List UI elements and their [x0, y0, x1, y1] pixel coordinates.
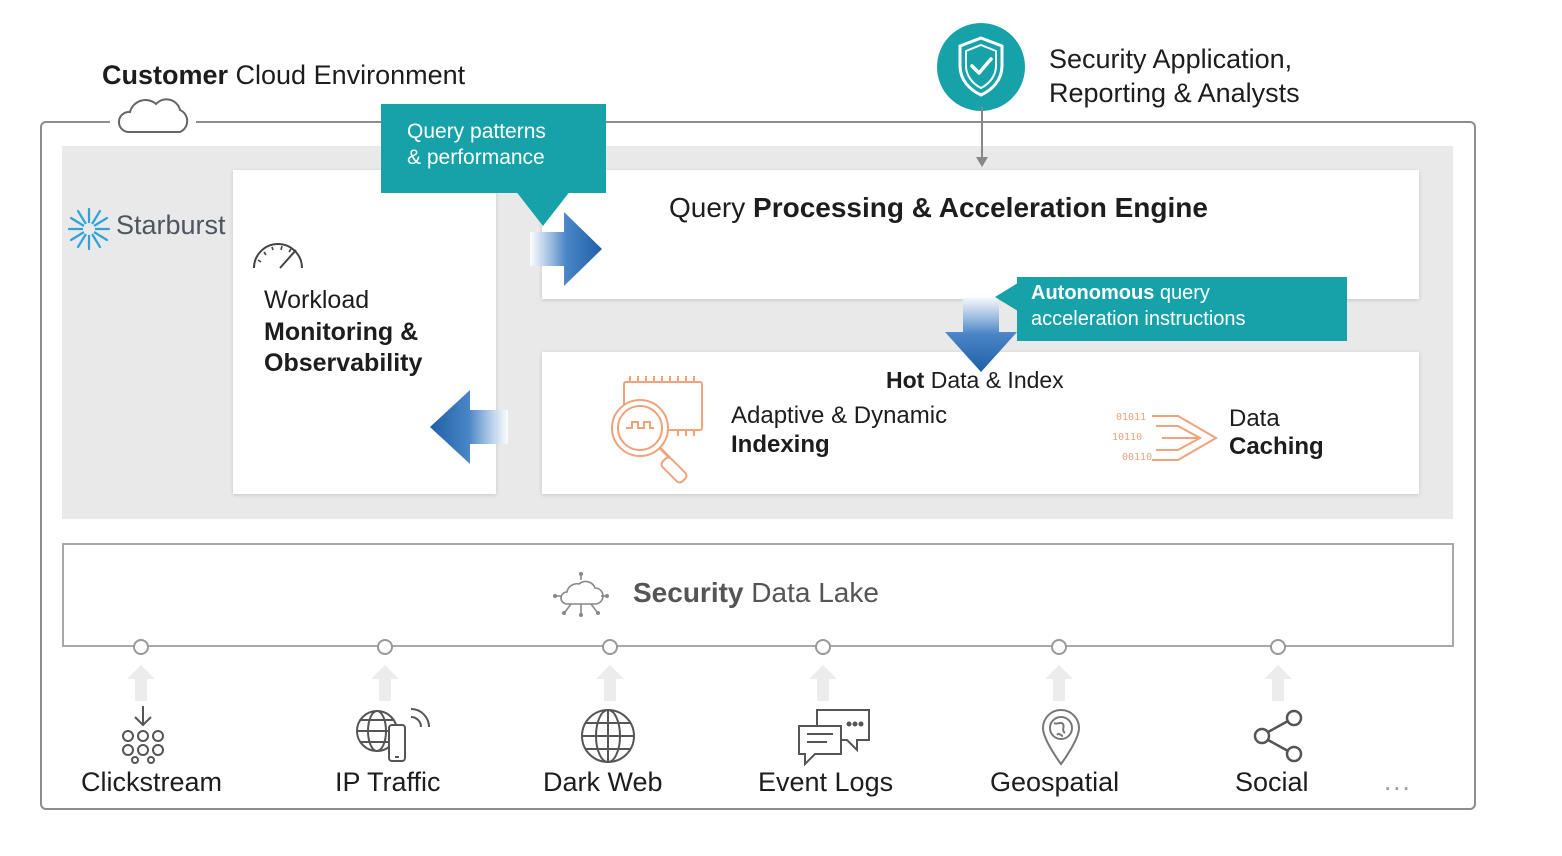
engine-title: Query Processing & Acceleration Engine [669, 192, 1208, 223]
hot-data-card [542, 352, 1419, 494]
map-pin-icon [1041, 709, 1081, 766]
workload-subtitle-1: Monitoring & [264, 318, 419, 346]
indexing-chip-magnifier-icon [611, 376, 703, 484]
arrow-down-icon [945, 296, 1017, 372]
starburst-logo-icon [67, 207, 111, 251]
cloud-icon [110, 94, 196, 138]
connector-node [377, 639, 393, 655]
source-label-dark-web: Dark Web [543, 767, 663, 797]
query-patterns-callout [381, 104, 606, 193]
autonomous-line1: Autonomous query [1031, 282, 1210, 304]
query-patterns-line1: Query patterns [407, 120, 546, 143]
caching-binary-arrow-icon: 01011 10110 00110 [1112, 412, 1218, 463]
indexing-label-1: Adaptive & Dynamic [731, 402, 948, 429]
workload-subtitle-2: Observability [264, 349, 423, 377]
environment-title: Customer Cloud Environment [102, 60, 474, 91]
customer-cloud-frame [40, 121, 1476, 810]
up-arrow-icon [371, 665, 399, 701]
up-arrow-icon [1264, 665, 1292, 701]
security-app-title-1: Security Application, [1049, 44, 1293, 74]
connector-node [133, 639, 149, 655]
ip-traffic-icon [356, 708, 430, 762]
connector-node [815, 639, 831, 655]
starburst-wordmark: Starburst [116, 210, 226, 240]
caching-label-2: Caching [1229, 433, 1324, 460]
workload-title: Workload [264, 286, 370, 314]
chat-bubbles-icon [798, 709, 870, 766]
gauge-icon [253, 243, 303, 269]
arrow-right-icon [530, 212, 602, 286]
up-arrow-icon [1045, 665, 1073, 701]
share-icon [1253, 709, 1303, 763]
security-app-title-2: Reporting & Analysts [1049, 78, 1300, 108]
svg-text:10110: 10110 [1112, 432, 1142, 443]
autonomous-callout [1017, 277, 1347, 341]
source-label-clickstream: Clickstream [81, 767, 223, 797]
connector-node [602, 639, 618, 655]
source-label-geospatial: Geospatial [990, 767, 1120, 797]
up-arrow-icon [809, 665, 837, 701]
source-label-social: Social [1235, 767, 1309, 797]
connector-node [1270, 639, 1286, 655]
up-arrow-icon [596, 665, 624, 701]
arrow-left-icon [430, 390, 508, 464]
cloud-network-icon [553, 572, 609, 617]
callout-pointer [515, 190, 571, 226]
svg-text:01011: 01011 [1116, 412, 1146, 423]
query-patterns-line2: & performance [407, 146, 545, 169]
svg-text:00110: 00110 [1122, 452, 1152, 463]
source-label-event-logs: Event Logs [758, 767, 894, 797]
shield-check-icon [937, 23, 1025, 111]
callout-pointer [995, 281, 1021, 313]
down-arrow-connector [976, 107, 988, 167]
source-label-ip-traffic: IP Traffic [335, 767, 441, 797]
globe-icon [581, 709, 635, 763]
security-data-lake [62, 543, 1454, 647]
more-ellipsis: ... [1384, 766, 1412, 796]
indexing-label-2: Indexing [731, 431, 830, 458]
clickstream-icon [122, 706, 164, 764]
data-lake-title: Security Data Lake [633, 577, 879, 608]
connector-node [1051, 639, 1067, 655]
up-arrow-icon [127, 665, 155, 701]
hot-data-title: Hot Data & Index [886, 367, 1064, 393]
caching-label-1: Data [1229, 405, 1280, 432]
autonomous-line2: acceleration instructions [1031, 308, 1246, 330]
